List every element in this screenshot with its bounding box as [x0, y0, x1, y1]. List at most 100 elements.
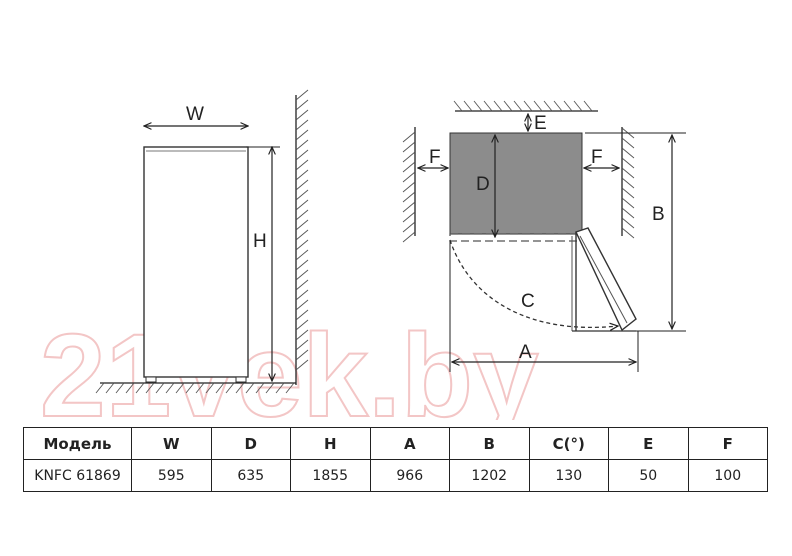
hatch-stroke — [295, 149, 309, 161]
hatch-stroke — [115, 382, 125, 394]
hatch-stroke — [295, 219, 309, 231]
label-h: H — [253, 231, 267, 252]
hatch-stroke — [621, 167, 635, 179]
hatch-stroke — [235, 382, 245, 394]
hatch-stroke — [295, 159, 309, 171]
hatch-stroke — [402, 231, 416, 243]
hatch-stroke — [295, 99, 309, 111]
hatch-stroke — [463, 100, 473, 112]
hatch-stroke — [295, 139, 309, 151]
hatch-stroke — [621, 227, 635, 239]
door-open — [575, 227, 637, 332]
hatch-stroke — [523, 100, 533, 112]
hatch-stroke — [225, 382, 235, 394]
cell-w: 595 — [131, 459, 212, 492]
hatch-stroke — [295, 289, 309, 301]
hatch-stroke — [255, 382, 265, 394]
hatch-stroke — [453, 100, 463, 112]
hatch-stroke — [503, 100, 513, 112]
fridge-side — [143, 146, 249, 378]
hatch-stroke — [402, 131, 416, 143]
label-a: A — [519, 342, 532, 363]
hatch-stroke — [553, 100, 563, 112]
hatch-stroke — [105, 382, 115, 394]
cell-e: 50 — [608, 459, 689, 492]
hatch-stroke — [295, 259, 309, 271]
label-e: E — [534, 113, 547, 134]
hatch-stroke — [493, 100, 503, 112]
hatch-stroke — [295, 239, 309, 251]
hatch-stroke — [295, 349, 309, 361]
hatch-stroke — [295, 189, 309, 201]
hatch-stroke — [205, 382, 215, 394]
hatch-stroke — [295, 199, 309, 211]
hatch-stroke — [295, 249, 309, 261]
header-cell-b: B — [449, 427, 530, 460]
hatch-stroke — [245, 382, 255, 394]
hatch-stroke — [473, 100, 483, 112]
hatch-stroke — [621, 177, 635, 189]
hatch-stroke — [215, 382, 225, 394]
hatch-stroke — [295, 209, 309, 221]
hatch-stroke — [195, 382, 205, 394]
hatch-stroke — [295, 269, 309, 281]
hatch-stroke — [175, 382, 185, 394]
hatch-stroke — [275, 382, 285, 394]
header-cell-w: W — [131, 427, 212, 460]
header-cell-model: Модель — [23, 427, 132, 460]
top-view: C E D F F B A — [402, 100, 686, 372]
hatch-stroke — [165, 382, 175, 394]
hatch-stroke — [402, 151, 416, 163]
hatch-stroke — [573, 100, 583, 112]
fridge-foot — [145, 376, 157, 383]
hatch-stroke — [295, 229, 309, 241]
cell-f: 100 — [687, 459, 768, 492]
hatch-stroke — [125, 382, 135, 394]
cell-a: 966 — [369, 459, 450, 492]
table-row: KNFC 61869 595 635 1855 966 1202 130 50 … — [23, 459, 768, 492]
hatch-stroke — [483, 100, 493, 112]
hatch-stroke — [295, 109, 309, 121]
label-b: B — [652, 204, 665, 225]
header-cell-f: F — [687, 427, 768, 460]
hatch-stroke — [295, 329, 309, 341]
fridge-top — [449, 132, 583, 235]
hatch-stroke — [621, 197, 635, 209]
hatch-stroke — [155, 382, 165, 394]
hatch-stroke — [402, 191, 416, 203]
spec-table: Модель W D H A B C(°) E F KNFC 61869 595… — [23, 427, 768, 492]
hatch-stroke — [402, 221, 416, 233]
hatch-stroke — [295, 299, 309, 311]
hatch-stroke — [563, 100, 573, 112]
hatch-stroke — [621, 137, 635, 149]
cell-h: 1855 — [290, 459, 371, 492]
hatch-stroke — [295, 169, 309, 181]
label-f-left: F — [429, 147, 441, 168]
hatch-stroke — [295, 119, 309, 131]
header-cell-e: E — [608, 427, 689, 460]
label-d: D — [476, 174, 490, 195]
hatch-stroke — [583, 100, 593, 112]
label-w: W — [186, 104, 204, 125]
hatch-stroke — [145, 382, 155, 394]
hatch-stroke — [295, 309, 309, 321]
hatch-stroke — [402, 201, 416, 213]
side-view: W H — [95, 89, 309, 394]
header-cell-d: D — [210, 427, 291, 460]
watermark-text: 21vek.by — [40, 310, 539, 420]
hatch-stroke — [402, 211, 416, 223]
hatch-stroke — [295, 319, 309, 331]
label-c: C — [521, 291, 535, 312]
hatch-stroke — [402, 181, 416, 193]
header-cell-c: C(°) — [528, 427, 609, 460]
header-cell-a: A — [369, 427, 450, 460]
hatch-stroke — [402, 161, 416, 173]
cell-d: 635 — [210, 459, 291, 492]
door-swing-arc — [449, 239, 618, 327]
hatch-stroke — [513, 100, 523, 112]
hatch-stroke — [295, 339, 309, 351]
hatch-stroke — [621, 207, 635, 219]
hatch-stroke — [543, 100, 553, 112]
hatch-stroke — [295, 179, 309, 191]
hatch-stroke — [95, 382, 105, 394]
